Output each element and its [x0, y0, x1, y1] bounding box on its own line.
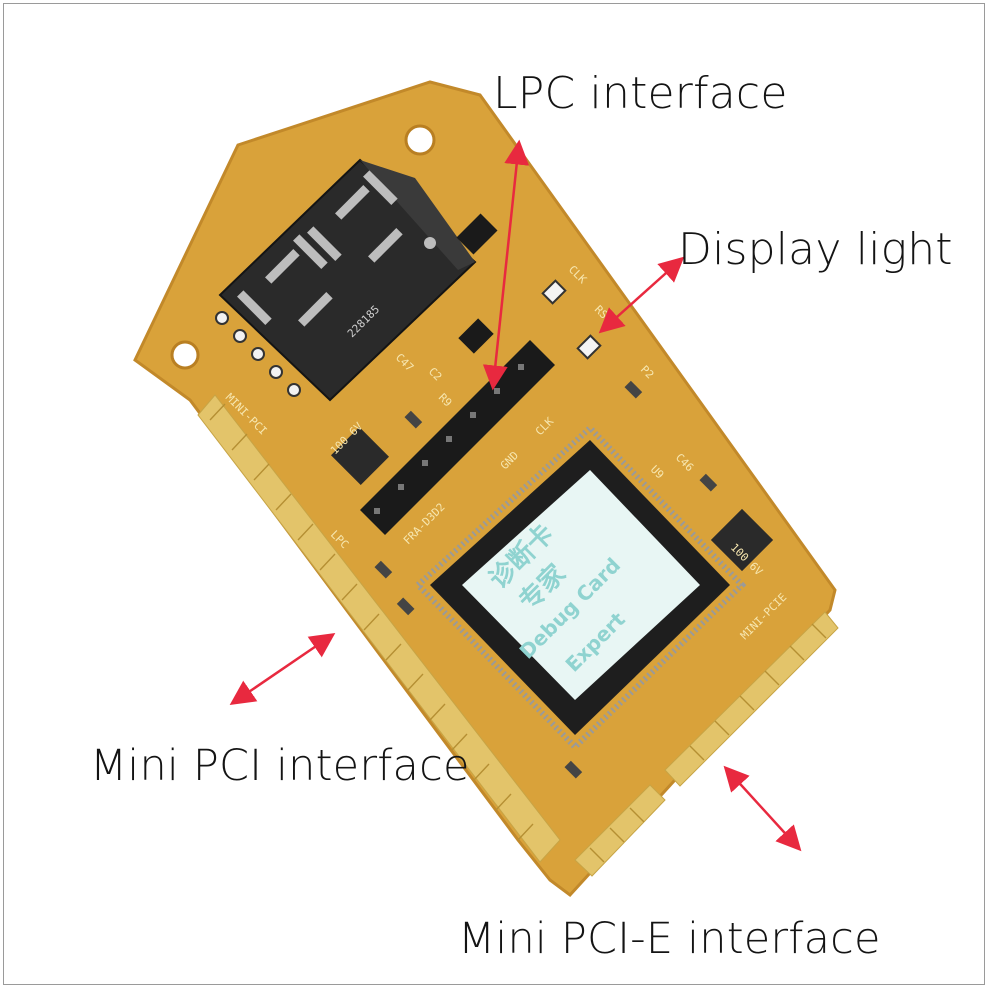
- debug-chip: 诊断卡 专家 Debug Card Expert: [413, 423, 747, 752]
- mini-pci-gold-fingers: [197, 394, 561, 863]
- arrow-mini-pcie: [723, 765, 802, 852]
- mini-pci-interface-label: Mini PCI interface: [90, 741, 470, 791]
- seven-segment-display: 228185: [218, 158, 477, 402]
- mini-pcie-gold-fingers: [574, 611, 839, 877]
- arrow-display: [598, 256, 685, 334]
- lpc-interface-label: LPC interface: [493, 68, 788, 119]
- callout-arrows: [229, 139, 802, 852]
- mount-hole-top: [404, 124, 436, 156]
- led-clk: [541, 279, 567, 305]
- mount-hole-left: [170, 340, 200, 370]
- digit-segments: [237, 170, 436, 327]
- display-light-label: Display light: [678, 224, 953, 275]
- arrow-lpc: [482, 139, 530, 391]
- mini-pcie-interface-label: Mini PCI-E interface: [458, 914, 881, 964]
- arrow-mini-pci: [229, 632, 336, 706]
- smd-components: [215, 213, 774, 779]
- led-rst: [576, 334, 602, 360]
